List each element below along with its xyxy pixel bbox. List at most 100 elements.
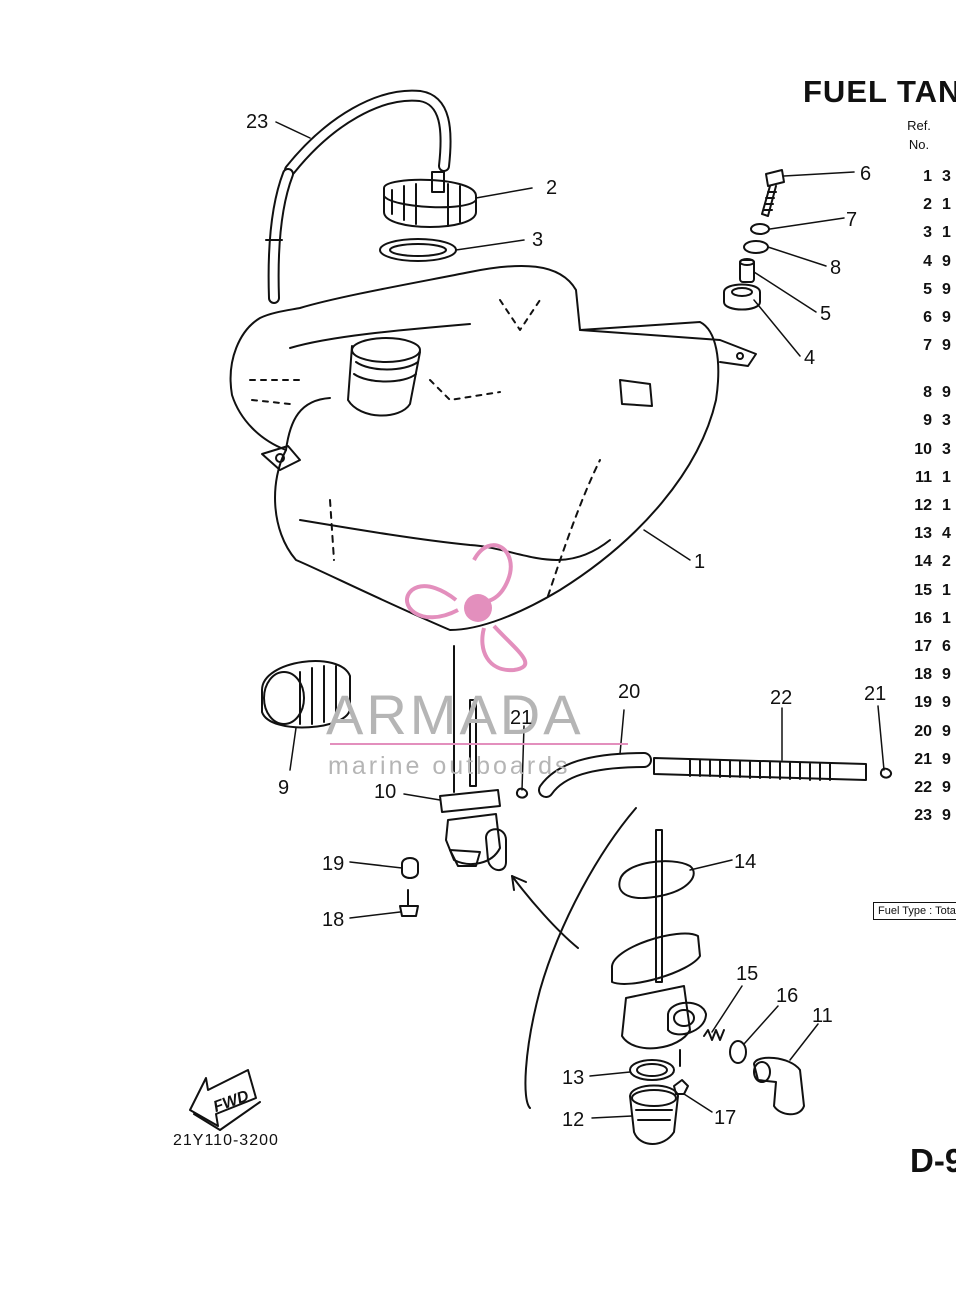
part-6-bolt xyxy=(761,169,785,217)
ref-header-line-2: No. xyxy=(908,137,930,152)
callout-5: 5 xyxy=(820,303,831,325)
part-7-washer xyxy=(750,223,770,235)
callout-19: 19 xyxy=(322,853,344,875)
ref-row: 18 9 xyxy=(896,666,956,688)
part-10-fuel-cock xyxy=(439,645,507,871)
fwd-arrow-icon xyxy=(189,1069,261,1131)
part-14-gasket xyxy=(618,860,695,899)
ref-part-code: 9 xyxy=(942,694,951,712)
ref-number: 6 xyxy=(923,309,932,326)
ref-number: 12 xyxy=(914,497,932,514)
part-20-fuel-hose xyxy=(538,752,652,798)
callout-13: 13 xyxy=(562,1067,584,1089)
part-16-o-ring xyxy=(729,1040,747,1064)
ref-part-code: 3 xyxy=(942,168,951,185)
ref-number: 11 xyxy=(915,468,932,486)
part-4-grommet xyxy=(723,283,761,311)
callout-20: 20 xyxy=(618,681,640,703)
callout-17: 17 xyxy=(714,1107,736,1129)
ref-part-code: 4 xyxy=(942,525,951,543)
tank-filler-neck xyxy=(347,337,421,417)
ref-header-line-1: Ref. xyxy=(907,118,931,133)
ref-row: 12 1 xyxy=(896,497,956,519)
callout-21-left: 21 xyxy=(510,707,532,729)
callout-1: 1 xyxy=(694,551,705,573)
watermark-tagline: marine outboards xyxy=(328,752,571,780)
ref-part-code: 9 xyxy=(942,280,951,298)
ref-number: 9 xyxy=(923,412,932,430)
part-15-spring xyxy=(703,1029,725,1041)
part-12-sediment-cup xyxy=(629,1084,679,1145)
part-5-collar xyxy=(739,258,755,283)
ref-part-code: 6 xyxy=(942,638,951,655)
propeller-logo-icon xyxy=(405,543,528,673)
detail-view-boundary xyxy=(524,807,637,1109)
ref-number: 23 xyxy=(914,807,932,825)
part-13-o-ring xyxy=(629,1059,675,1081)
part-8-washer xyxy=(743,240,769,254)
ref-part-code: 9 xyxy=(942,337,951,355)
ref-number: 10 xyxy=(914,440,932,458)
callout-18: 18 xyxy=(322,909,344,931)
ref-number: 15 xyxy=(914,581,932,599)
fuel-type-box: Fuel Type : Tota xyxy=(873,902,956,920)
ref-number: 21 xyxy=(914,750,932,768)
armada-watermark: ARMADA marine outboards xyxy=(326,543,628,780)
part-18-screw xyxy=(399,889,419,917)
ref-row: 21 9 xyxy=(896,751,956,773)
ref-number: 1 xyxy=(923,168,932,185)
part-1-fuel-tank xyxy=(229,265,757,631)
drawing-number: 21Y110-3200 xyxy=(173,1132,279,1149)
page-code: D-9 xyxy=(910,1142,956,1179)
ref-part-code: 1 xyxy=(942,196,951,214)
ref-number: 14 xyxy=(914,553,932,571)
callout-15: 15 xyxy=(736,963,758,985)
ref-number: 2 xyxy=(923,196,932,214)
ref-number: 8 xyxy=(923,384,932,402)
part-22-hose-protector xyxy=(653,757,867,781)
callout-22: 22 xyxy=(770,687,792,709)
part-21-clip-right xyxy=(880,767,892,779)
ref-part-code: 1 xyxy=(942,468,951,486)
ref-part-code: 9 xyxy=(942,750,951,768)
ref-number: 13 xyxy=(914,525,932,543)
callout-8: 8 xyxy=(830,257,841,279)
ref-part-code: 9 xyxy=(942,666,951,684)
ref-part-code: 1 xyxy=(942,581,951,599)
ref-number: 7 xyxy=(923,337,932,355)
part-19-washer xyxy=(401,857,419,879)
ref-row: 13 4 xyxy=(896,525,956,547)
callout-2: 2 xyxy=(546,177,557,199)
callout-7: 7 xyxy=(846,209,857,231)
callout-12: 12 xyxy=(562,1109,584,1131)
part-9-fuel-filter xyxy=(261,660,351,729)
ref-number: 17 xyxy=(914,638,932,655)
ref-part-code: 1 xyxy=(942,609,951,627)
ref-part-code: 3 xyxy=(942,412,951,430)
ref-part-code: 9 xyxy=(942,807,951,825)
callout-16: 16 xyxy=(776,985,798,1007)
callout-14: 14 xyxy=(734,851,756,873)
detail-view-arrow xyxy=(511,875,579,949)
ref-part-code: 1 xyxy=(942,497,951,514)
callout-21-right: 21 xyxy=(864,683,886,705)
ref-number: 18 xyxy=(914,666,932,684)
leader-lines xyxy=(275,121,885,1119)
ref-part-code: 1 xyxy=(942,224,951,242)
callout-10: 10 xyxy=(374,781,396,803)
ref-number: 5 xyxy=(923,280,932,298)
ref-number: 22 xyxy=(914,779,932,796)
